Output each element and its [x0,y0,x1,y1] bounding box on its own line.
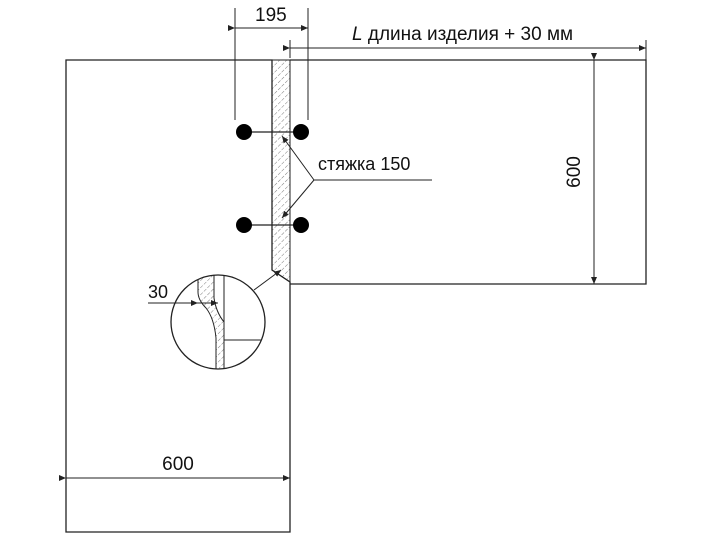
dimension-right-600-label: 600 [564,156,585,188]
right-panel-outline [290,59,647,285]
detail-view [170,274,266,370]
dimension-right-600 [580,53,602,285]
dimension-bottom-600-label: 600 [162,454,194,475]
dimension-195 [228,8,309,120]
detail-dimension-30-label: 30 [148,282,168,302]
dimension-195-label: 195 [255,5,287,26]
fastener-callout-label: стяжка 150 [318,154,410,174]
fastener-top [236,124,309,140]
dimension-length-label: L длина изделия + 30 мм [352,24,573,45]
fastener-callout [281,135,432,219]
length-description: длина изделия + 30 мм [363,24,574,45]
detail-leader [253,269,282,291]
joint-hatch [271,59,291,283]
dimension-length [283,40,647,130]
fastener-bottom [236,217,309,233]
length-variable: L [352,24,363,45]
